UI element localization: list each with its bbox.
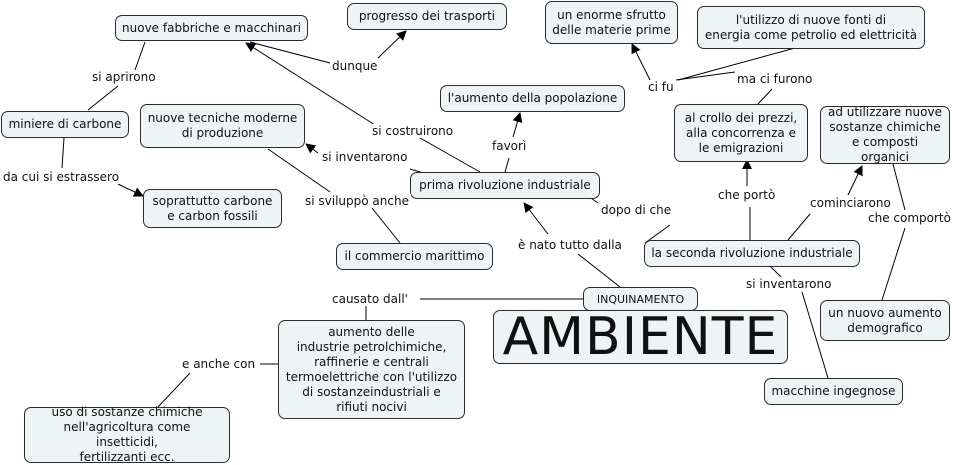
node-nuove-tecniche[interactable]: nuove tecniche moderne di produzione xyxy=(140,104,305,148)
label-causato-dall: causato dall' xyxy=(330,292,410,306)
label-si-inventarono-2: si inventarono xyxy=(744,277,834,291)
label-e-nato-tutto-dalla: è nato tutto dalla xyxy=(516,238,624,252)
node-seconda-rivoluzione[interactable]: la seconda rivoluzione industriale xyxy=(644,240,860,267)
node-sostanze-agricoltura[interactable]: uso di sostanze chimiche nell'agricoltur… xyxy=(24,405,230,464)
label-dunque: dunque xyxy=(330,59,380,73)
node-sostanze-chimiche[interactable]: ad utilizzare nuove sostanze chimiche e … xyxy=(820,105,950,164)
label-si-inventarono-1: si inventarono xyxy=(320,150,410,164)
label-che-comporto: che comportò xyxy=(866,211,953,225)
label-da-cui-si-estrassero: da cui si estrassero xyxy=(1,170,122,184)
node-commercio-marittimo[interactable]: il commercio marittimo xyxy=(336,243,493,270)
node-macchine-ingegnose[interactable]: macchine ingegnose xyxy=(764,378,903,405)
node-soprattutto-carbone[interactable]: soprattutto carbone e carbon fossili xyxy=(143,189,282,228)
label-e-anche-con: e anche con xyxy=(180,357,258,371)
node-aumento-industrie[interactable]: aumento delle industrie petrolchimiche, … xyxy=(278,320,465,419)
node-sfrutto-materie[interactable]: un enorme sfrutto delle materie prime xyxy=(545,1,678,44)
label-che-porto: che portò xyxy=(716,188,778,202)
label-si-sviluppo-anche: si sviluppò anche xyxy=(303,194,411,208)
label-dopo-di-che: dopo di che xyxy=(599,203,674,217)
node-nuove-fonti[interactable]: l'utilizzo di nuove fonti di energia com… xyxy=(697,6,925,49)
node-aumento-demografico[interactable]: un nuovo aumento demografico xyxy=(820,300,950,341)
label-ma-ci-furono: ma ci furono xyxy=(735,72,815,86)
node-nuove-fabbriche[interactable]: nuove fabbriche e macchinari xyxy=(115,15,308,41)
node-progresso-trasporti[interactable]: progresso dei trasporti xyxy=(347,3,507,30)
label-ci-fu: ci fu xyxy=(646,80,676,94)
node-crollo-prezzi[interactable]: al crollo dei prezzi, alla concorrenza e… xyxy=(674,104,808,162)
node-prima-rivoluzione[interactable]: prima rivoluzione industriale xyxy=(410,172,600,199)
label-cominciarono: cominciarono xyxy=(808,196,893,210)
label-favori: favorì xyxy=(490,139,529,153)
label-si-costruirono: si costruirono xyxy=(370,124,456,138)
node-aumento-popolazione[interactable]: l'aumento della popolazione xyxy=(440,85,625,112)
node-ambiente[interactable]: AMBIENTE xyxy=(493,310,788,364)
node-miniere-carbone[interactable]: miniere di carbone xyxy=(1,111,129,138)
label-si-aprirono: si aprirono xyxy=(90,70,158,84)
